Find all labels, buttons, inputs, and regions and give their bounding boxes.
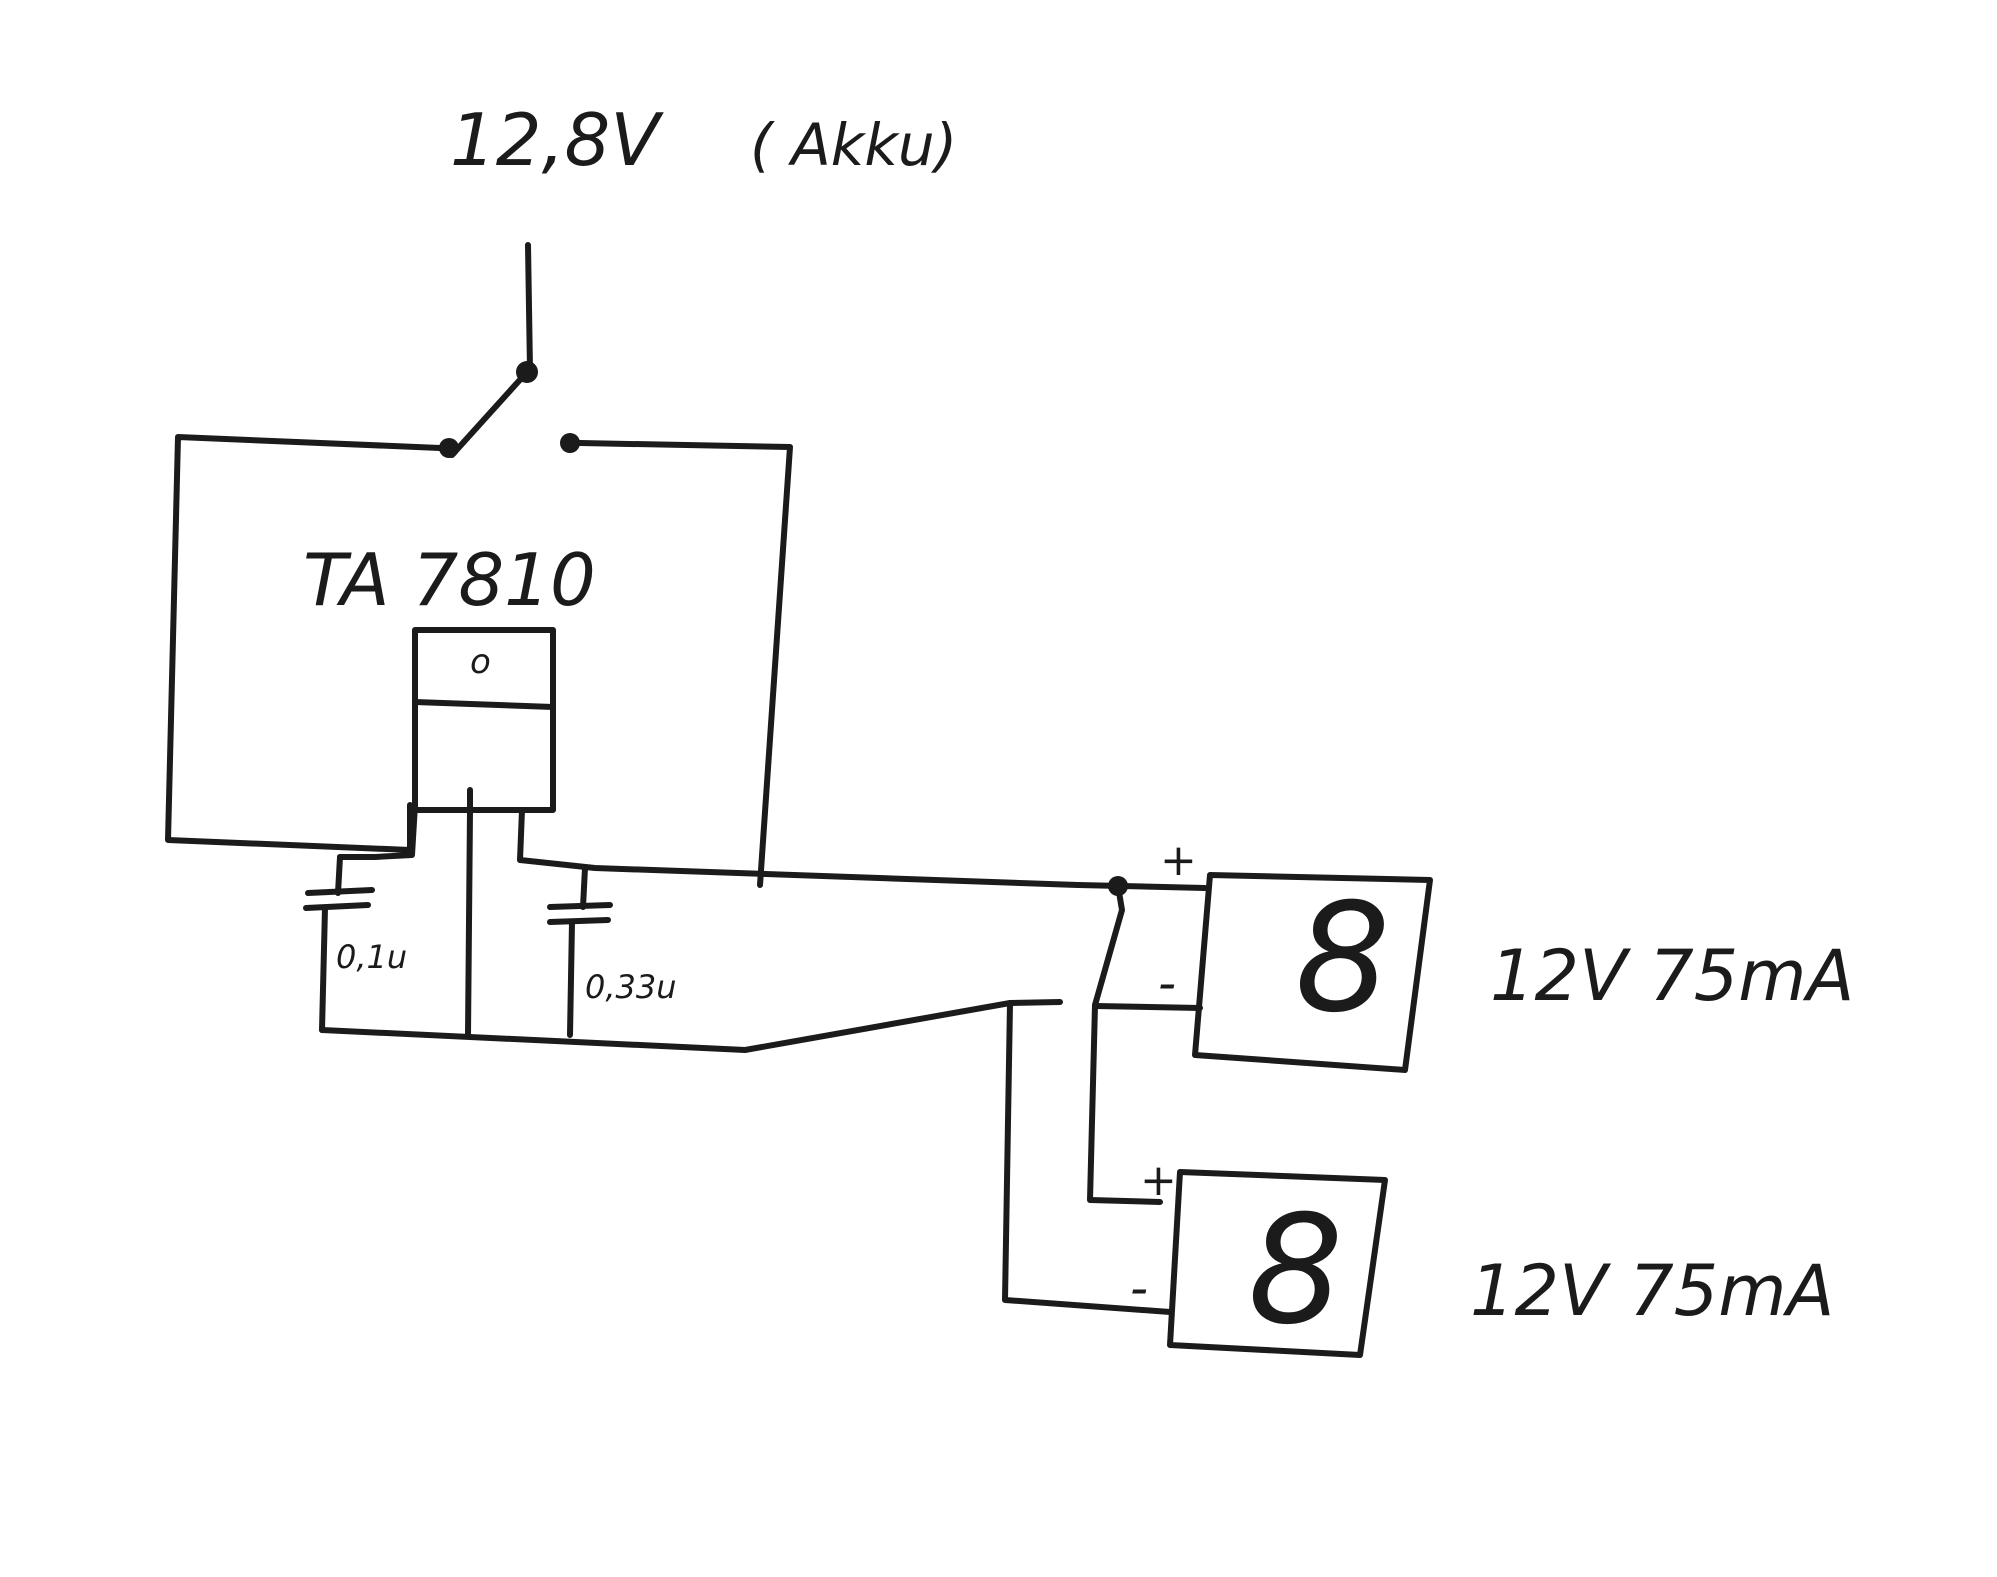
input-lead (525, 242, 533, 373)
regulator-tab-line (412, 699, 556, 710)
ground-rail (319, 999, 1063, 1053)
c1-value-label: 0,1u (336, 938, 407, 976)
capacitor-c1 (303, 854, 378, 1033)
c2-lead-bottom (567, 919, 575, 1038)
display2-minus-sign: - (1130, 1259, 1148, 1317)
c1-lead-top (335, 854, 343, 896)
display2-spec-label: 12V 75mA (1470, 1250, 1834, 1332)
regulator-ta7810: o (412, 627, 556, 813)
display1-body (1192, 872, 1433, 1073)
ground-to-display2 (1002, 1000, 1173, 1315)
input-wire-right (577, 440, 793, 888)
regulator-pin-ground (465, 807, 473, 1038)
c2-value-label: 0,33u (585, 968, 677, 1006)
regulator-label: TA 7810 (303, 538, 596, 622)
power-switch (439, 242, 580, 458)
display1-plus-sign: + (1160, 835, 1197, 886)
c2-plate-top (547, 902, 613, 910)
c1-lead-bottom (319, 905, 328, 1033)
regulator-pin-output (517, 807, 1081, 888)
positive-to-display1 (1075, 882, 1208, 891)
regulator-pin-input (372, 802, 418, 860)
switch-contact-left (439, 438, 459, 458)
c1-plate-top (305, 887, 375, 896)
c2-plate-bottom (547, 917, 611, 925)
display2-plus-sign: + (1140, 1155, 1177, 1206)
supply-note-label: ( Akku) (750, 111, 957, 179)
seven-segment-display-2 (1167, 1169, 1388, 1358)
capacitor-c2 (547, 865, 613, 1038)
switch-contact-right (560, 433, 580, 453)
input-wire-left (165, 434, 443, 853)
regulator-mounting-hole: o (470, 642, 491, 682)
c1-plate-bottom (303, 902, 371, 911)
supply-voltage-label: 12,8V (450, 98, 664, 182)
ground-to-display1 (1092, 1003, 1203, 1011)
seven-segment-display-1 (1192, 872, 1433, 1073)
display1-digit: 8 (1295, 872, 1390, 1046)
switch-blade (449, 369, 530, 458)
c2-lead-top (580, 865, 588, 910)
positive-to-display2 (1087, 883, 1163, 1205)
display1-spec-label: 12V 75mA (1490, 935, 1854, 1017)
regulator-body (412, 627, 556, 813)
display2-body (1167, 1169, 1388, 1358)
display2-digit: 8 (1248, 1184, 1343, 1358)
display1-minus-sign: - (1158, 954, 1176, 1012)
